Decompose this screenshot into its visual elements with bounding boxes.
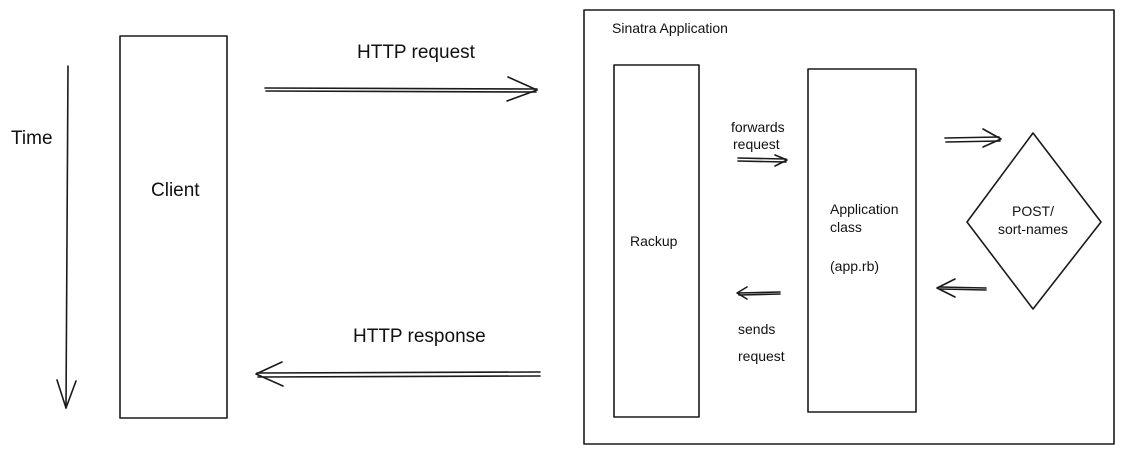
client-label: Client [151, 180, 200, 201]
rackup-label: Rackup [630, 233, 678, 249]
application-class-label-line1: Application [830, 201, 899, 217]
forwards-request-label-line1: forwards [731, 119, 785, 135]
client-box [119, 35, 228, 419]
sinatra-application-title: Sinatra Application [612, 20, 728, 36]
sinatra-application-container [583, 9, 1115, 445]
to-route-arrow [944, 128, 1002, 148]
time-label: Time [11, 128, 53, 149]
route-label-line1: POST/ [1011, 203, 1054, 219]
http-request-arrow [264, 76, 538, 102]
http-request-label: HTTP request [357, 42, 475, 63]
http-response-arrow [255, 361, 541, 387]
rackup-box [613, 64, 700, 418]
forwards-request-arrow [737, 154, 788, 167]
application-class-box [807, 68, 917, 413]
time-axis-arrow [56, 65, 77, 409]
sends-request-label-line1: sends [738, 321, 776, 337]
sends-request-arrow [736, 286, 781, 300]
route-label-line2: sort-names [997, 221, 1069, 237]
sends-request-label-line2: request [738, 348, 785, 364]
from-route-arrow [936, 278, 987, 298]
app-file-label: (app.rb) [830, 258, 880, 274]
application-class-label-line2: class [830, 219, 862, 235]
forwards-request-label-line2: request [733, 136, 780, 152]
route-diamond [966, 132, 1102, 310]
http-response-label: HTTP response [353, 326, 486, 347]
